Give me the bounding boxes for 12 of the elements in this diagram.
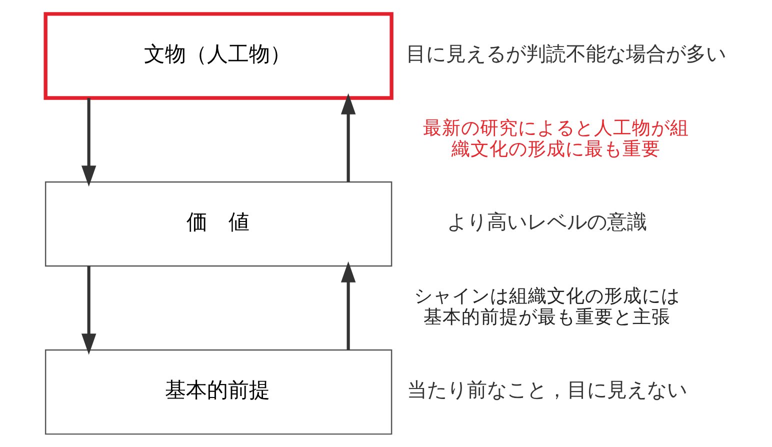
node-label: 目に見えるが判読不能な場合が多い	[406, 42, 726, 66]
node-label: より高いレベルの意識	[447, 210, 648, 234]
node-box: 文物（人工物）	[44, 12, 394, 100]
node-box: 基本的前提	[44, 348, 392, 434]
arrow	[81, 266, 96, 354]
arrow	[340, 92, 356, 182]
node-label: 当たり前なこと，目に見えない	[407, 378, 688, 402]
label: 最新の研究によると人工物が組織文化の形成に最も重要	[422, 117, 689, 160]
arrow	[340, 260, 356, 350]
node-box: 価 値	[44, 180, 392, 266]
arrow	[81, 97, 96, 186]
label: シャインは組織文化の形成には基本的前提が最も重要と主張	[414, 285, 680, 328]
